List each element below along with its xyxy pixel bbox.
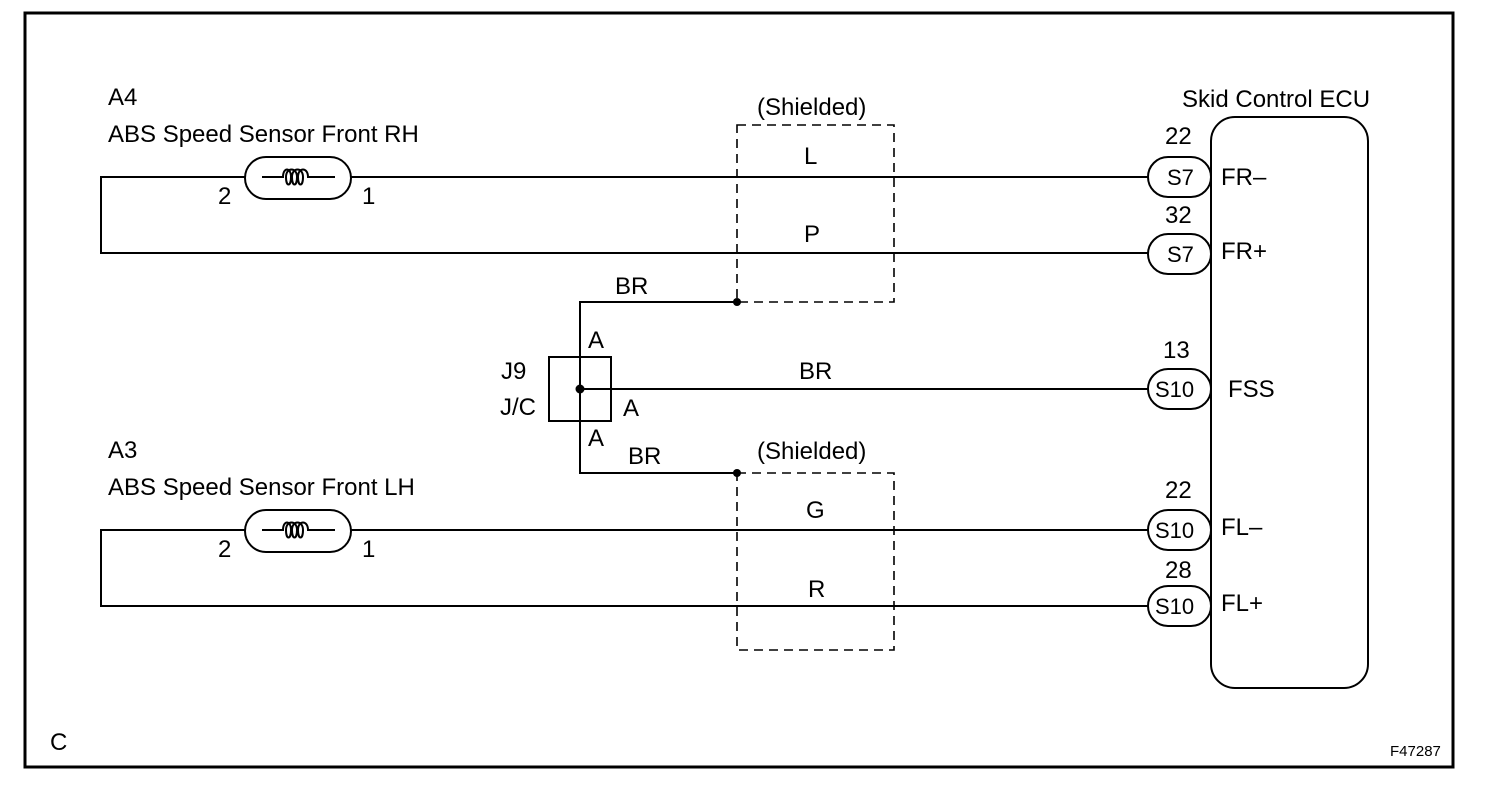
- shield-top-drain-dot: [733, 298, 741, 306]
- shield-top: [736, 124, 895, 303]
- junction-pin-right: A: [623, 395, 639, 422]
- wire-color-shield-top: BR: [615, 273, 648, 300]
- wire-shield-bottom-drain: [579, 421, 737, 474]
- shield-bottom: [736, 472, 895, 651]
- svg-text:22: 22: [1165, 477, 1192, 504]
- wire-color-fr-minus: L: [804, 143, 817, 170]
- svg-text:28: 28: [1165, 557, 1192, 584]
- wire-shield-top-drain: [579, 301, 737, 357]
- svg-text:FR–: FR–: [1221, 164, 1267, 191]
- sensor-lh-coil: [244, 509, 352, 553]
- sensor-rh-name: ABS Speed Sensor Front RH: [108, 121, 419, 148]
- svg-text:S7: S7: [1167, 165, 1194, 190]
- ecu-pin-fr-minus: 22 S7 FR–: [1147, 123, 1267, 198]
- figure-id: F47287: [1390, 743, 1441, 760]
- wire-color-fl-minus: G: [806, 497, 825, 524]
- shield-bottom-label: (Shielded): [757, 438, 866, 465]
- svg-text:22: 22: [1165, 123, 1192, 150]
- svg-text:FL+: FL+: [1221, 590, 1263, 617]
- wire-fl-loop: [100, 529, 1148, 607]
- svg-text:S10: S10: [1155, 377, 1194, 402]
- svg-text:FSS: FSS: [1228, 376, 1275, 403]
- svg-text:S10: S10: [1155, 518, 1194, 543]
- svg-text:13: 13: [1163, 337, 1190, 364]
- ecu-body: [1210, 116, 1369, 689]
- junction-pin-bottom: A: [588, 425, 604, 452]
- diagram-frame: [23, 11, 1455, 769]
- ecu-pin-fss: 13 S10 FSS: [1147, 337, 1275, 410]
- ecu-pin-fl-minus: 22 S10 FL–: [1147, 477, 1263, 551]
- svg-text:32: 32: [1165, 202, 1192, 229]
- ecu-pin-fl-plus: 28 S10 FL+: [1147, 557, 1263, 627]
- wire-fr-loop: [100, 176, 1148, 254]
- svg-text:S10: S10: [1155, 594, 1194, 619]
- ecu-title: Skid Control ECU: [1182, 86, 1370, 113]
- sensor-rh-coil: [244, 156, 352, 200]
- sensor-lh-pin-2: 2: [218, 536, 231, 563]
- wire-color-fr-plus: P: [804, 221, 820, 248]
- svg-text:S7: S7: [1167, 242, 1194, 267]
- junction-type: J/C: [500, 394, 536, 421]
- sensor-lh-ref: A3: [108, 437, 137, 464]
- sensor-lh-pin-1: 1: [362, 536, 375, 563]
- svg-text:FL–: FL–: [1221, 514, 1263, 541]
- wire-color-fl-plus: R: [808, 576, 825, 603]
- sensor-rh-ref: A4: [108, 84, 137, 111]
- shield-bottom-drain-dot: [733, 469, 741, 477]
- junction-pin-top: A: [588, 327, 604, 354]
- sensor-rh-pin-2: 2: [218, 183, 231, 210]
- sensor-rh-pin-1: 1: [362, 183, 375, 210]
- wire-color-fss: BR: [799, 358, 832, 385]
- wire-color-shield-bottom: BR: [628, 443, 661, 470]
- corner-letter: C: [50, 729, 67, 756]
- svg-text:FR+: FR+: [1221, 238, 1267, 265]
- shield-top-label: (Shielded): [757, 94, 866, 121]
- sensor-lh-name: ABS Speed Sensor Front LH: [108, 474, 415, 501]
- ecu-pin-fr-plus: 32 S7 FR+: [1147, 202, 1267, 275]
- junction-ref: J9: [501, 358, 526, 385]
